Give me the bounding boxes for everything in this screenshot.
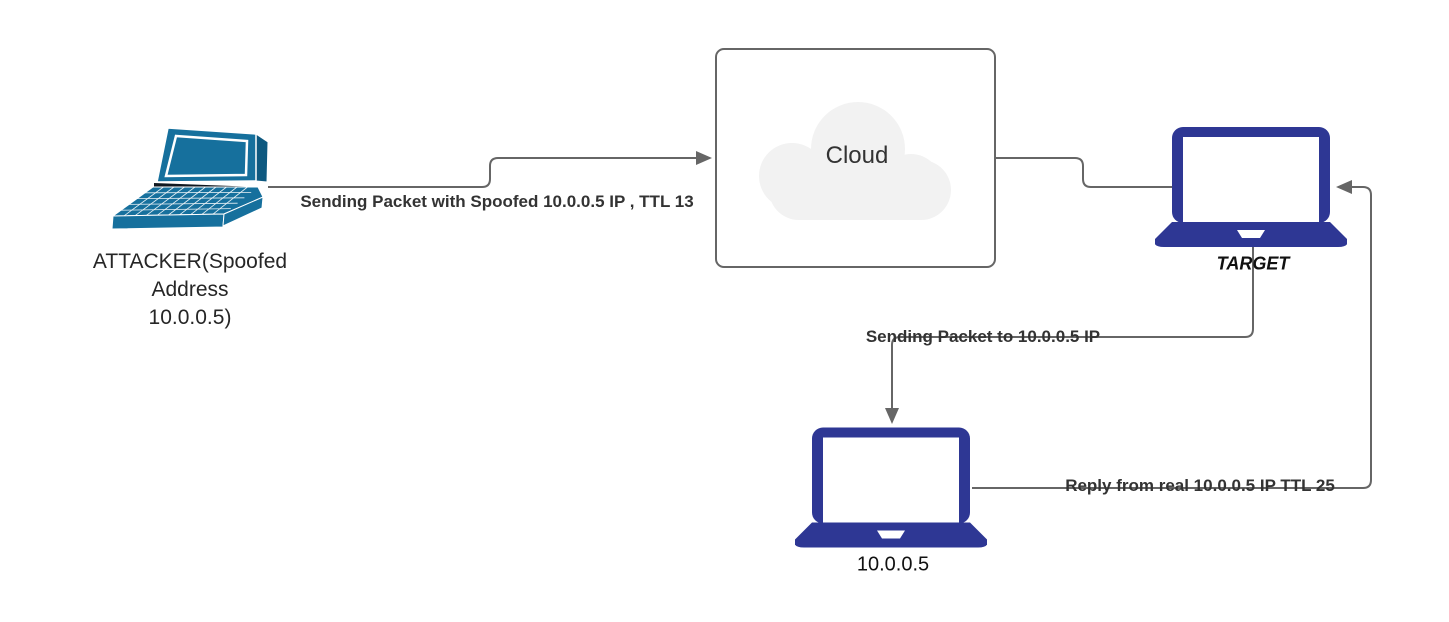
edge-label-spoofed-packet: Sending Packet with Spoofed 10.0.0.5 IP … xyxy=(300,192,694,211)
real-host-label: 10.0.0.5 xyxy=(856,553,930,576)
target-label: TARGET xyxy=(1216,253,1290,274)
edge-target-to-real-host xyxy=(891,247,1254,408)
arrowhead-into-target xyxy=(1336,180,1352,194)
attacker-laptop-icon xyxy=(111,127,269,230)
edge-attacker-to-cloud xyxy=(268,157,696,188)
edge-label-sending-packet: Sending Packet to 10.0.0.5 IP xyxy=(865,327,1101,346)
arrowhead-into-real-host xyxy=(885,408,899,424)
arrowhead-into-cloud xyxy=(696,151,712,165)
target-laptop-icon xyxy=(1155,127,1347,247)
cloud-box xyxy=(715,48,996,268)
real-host-laptop-icon xyxy=(795,427,987,548)
edge-real-host-to-target xyxy=(972,186,1372,489)
edge-cloud-to-target xyxy=(996,157,1172,188)
edge-label-reply: Reply from real 10.0.0.5 IP TTL 25 xyxy=(1065,476,1335,495)
cloud-icon xyxy=(759,102,951,220)
cloud-label: Cloud xyxy=(825,142,889,169)
attacker-label: ATTACKER(Spoofed Address 10.0.0.5) xyxy=(92,250,288,329)
